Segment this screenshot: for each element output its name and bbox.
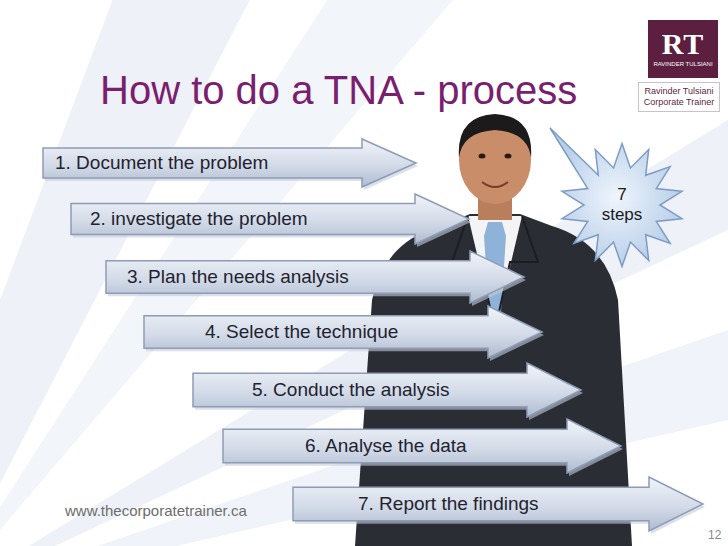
step-arrow: 6. Analyse the data [222, 418, 622, 474]
arrow-body [223, 419, 621, 473]
logo-badge: RT RAVINDER TULSIANI [648, 20, 718, 78]
starburst-callout: 7 steps [582, 172, 662, 238]
step-arrow: 4. Select the technique [143, 305, 543, 359]
arrow-body [71, 194, 469, 244]
step-text: 4. Select the technique [205, 321, 398, 344]
page-number: 12 [708, 528, 721, 542]
logo-text: RT [662, 29, 705, 59]
step-arrow: 7. Report the findings [292, 476, 704, 532]
step-arrow: 3. Plan the needs analysis [105, 250, 525, 304]
slide-title: How to do a TNA - process [100, 66, 577, 114]
logo-tagline: Ravinder Tulsiani Corporate Trainer [638, 82, 720, 112]
website-url: www.thecorporatetrainer.ca [65, 502, 247, 519]
arrow-body [106, 251, 524, 303]
tagline-text: Ravinder Tulsiani Corporate Trainer [643, 86, 715, 108]
step-text: 1. Document the problem [55, 152, 268, 175]
step-arrow: 2. investigate the problem [70, 193, 470, 245]
eye [505, 154, 512, 159]
hair [459, 114, 531, 158]
arrow-body [144, 306, 542, 358]
starburst-outline [550, 128, 682, 267]
eye [479, 154, 486, 159]
step-text: 2. investigate the problem [90, 208, 308, 231]
light-ray [0, 120, 728, 546]
step-text: 7. Report the findings [358, 493, 539, 516]
arrow-body [43, 139, 416, 187]
step-text: 3. Plan the needs analysis [127, 266, 349, 289]
step-arrow: 5. Conduct the analysis [192, 362, 582, 418]
arrow-body [293, 477, 703, 531]
callout-text: 7 steps [596, 185, 648, 224]
step-arrow: 1. Document the problem [42, 138, 417, 188]
step-text: 5. Conduct the analysis [252, 379, 450, 402]
arrow-body [193, 363, 581, 417]
smile [482, 182, 508, 187]
step-text: 6. Analyse the data [305, 435, 467, 458]
logo-text: RAVINDER TULSIANI [653, 61, 712, 68]
